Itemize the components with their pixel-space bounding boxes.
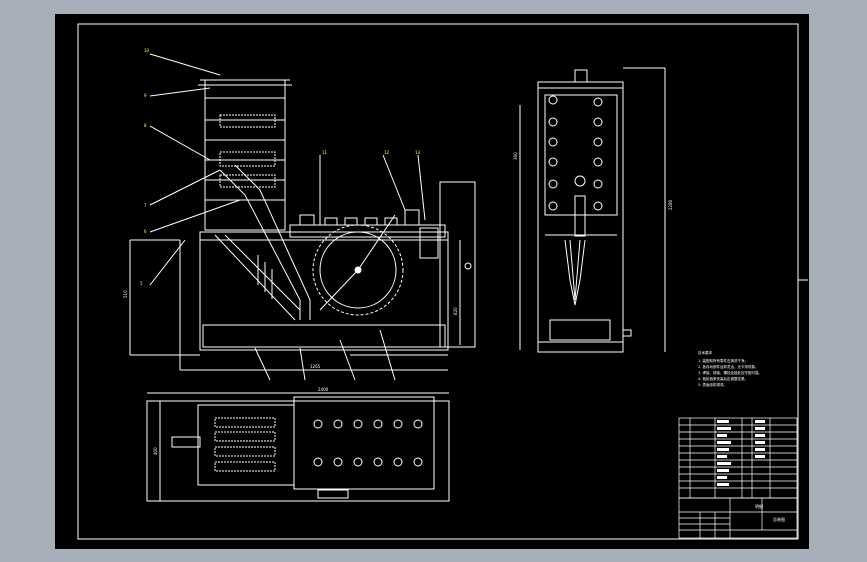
leader-lines xyxy=(149,53,426,381)
requirement-line: 1. 装配前所有零件应清洗干净。 xyxy=(698,358,748,363)
svg-text:10: 10 xyxy=(144,48,150,53)
side-dim-2: 2280 xyxy=(668,199,673,210)
sheet-border xyxy=(77,23,799,540)
top-view xyxy=(146,392,450,502)
part-numbers: 10 9 8 7 6 5 11 12 13 xyxy=(140,48,421,286)
column-shelves xyxy=(205,97,285,201)
side-dim-1: 360 xyxy=(513,152,518,160)
top-dim-2: 400 xyxy=(153,447,158,455)
front-dim-3: 1265 xyxy=(310,364,321,369)
svg-text:5: 5 xyxy=(140,281,143,286)
side-view xyxy=(519,67,666,353)
requirement-line: 4. 链轮链条安装后应调整张紧。 xyxy=(698,376,748,381)
parts-table-title: 明细 xyxy=(755,503,763,509)
sprocket xyxy=(312,214,404,316)
top-clamps xyxy=(313,419,423,467)
top-outline xyxy=(146,400,450,502)
requirement-line: 3. 焊接、铆接、螺栓连接处应牢固可靠。 xyxy=(698,370,762,375)
top-fittings xyxy=(299,209,420,226)
svg-text:9: 9 xyxy=(144,93,147,98)
front-dim-2: 620 xyxy=(453,307,458,315)
front-dim-1: 510 xyxy=(123,290,128,298)
svg-text:6: 6 xyxy=(144,229,147,234)
parts-list xyxy=(678,417,798,499)
drawing-title: 总装图 xyxy=(773,516,785,522)
side-chute xyxy=(564,239,586,306)
requirements-heading: 技术要求 xyxy=(698,350,712,355)
drawing-sheet xyxy=(55,14,809,549)
base-plinth xyxy=(202,324,446,348)
svg-text:11: 11 xyxy=(322,150,328,155)
svg-text:8: 8 xyxy=(144,123,147,128)
svg-text:7: 7 xyxy=(144,203,147,208)
material-pile xyxy=(219,114,276,188)
top-rollers xyxy=(214,417,276,472)
svg-text:12: 12 xyxy=(384,150,390,155)
requirement-line: 5. 表面涂防锈漆。 xyxy=(698,382,727,387)
base-frame xyxy=(199,231,449,351)
svg-text:13: 13 xyxy=(415,150,421,155)
front-view xyxy=(129,53,476,381)
requirement-line: 2. 各传动部件运转灵活，无卡滞现象。 xyxy=(698,364,758,369)
inclined-slide xyxy=(214,234,301,321)
title-block xyxy=(678,497,798,539)
top-dim-1: 2400 xyxy=(318,387,329,392)
technical-requirements: 技术要求 1. 装配前所有零件应清洗干净。 2. 各传动部件运转灵活，无卡滞现象… xyxy=(698,350,762,387)
side-fasteners xyxy=(548,95,603,211)
